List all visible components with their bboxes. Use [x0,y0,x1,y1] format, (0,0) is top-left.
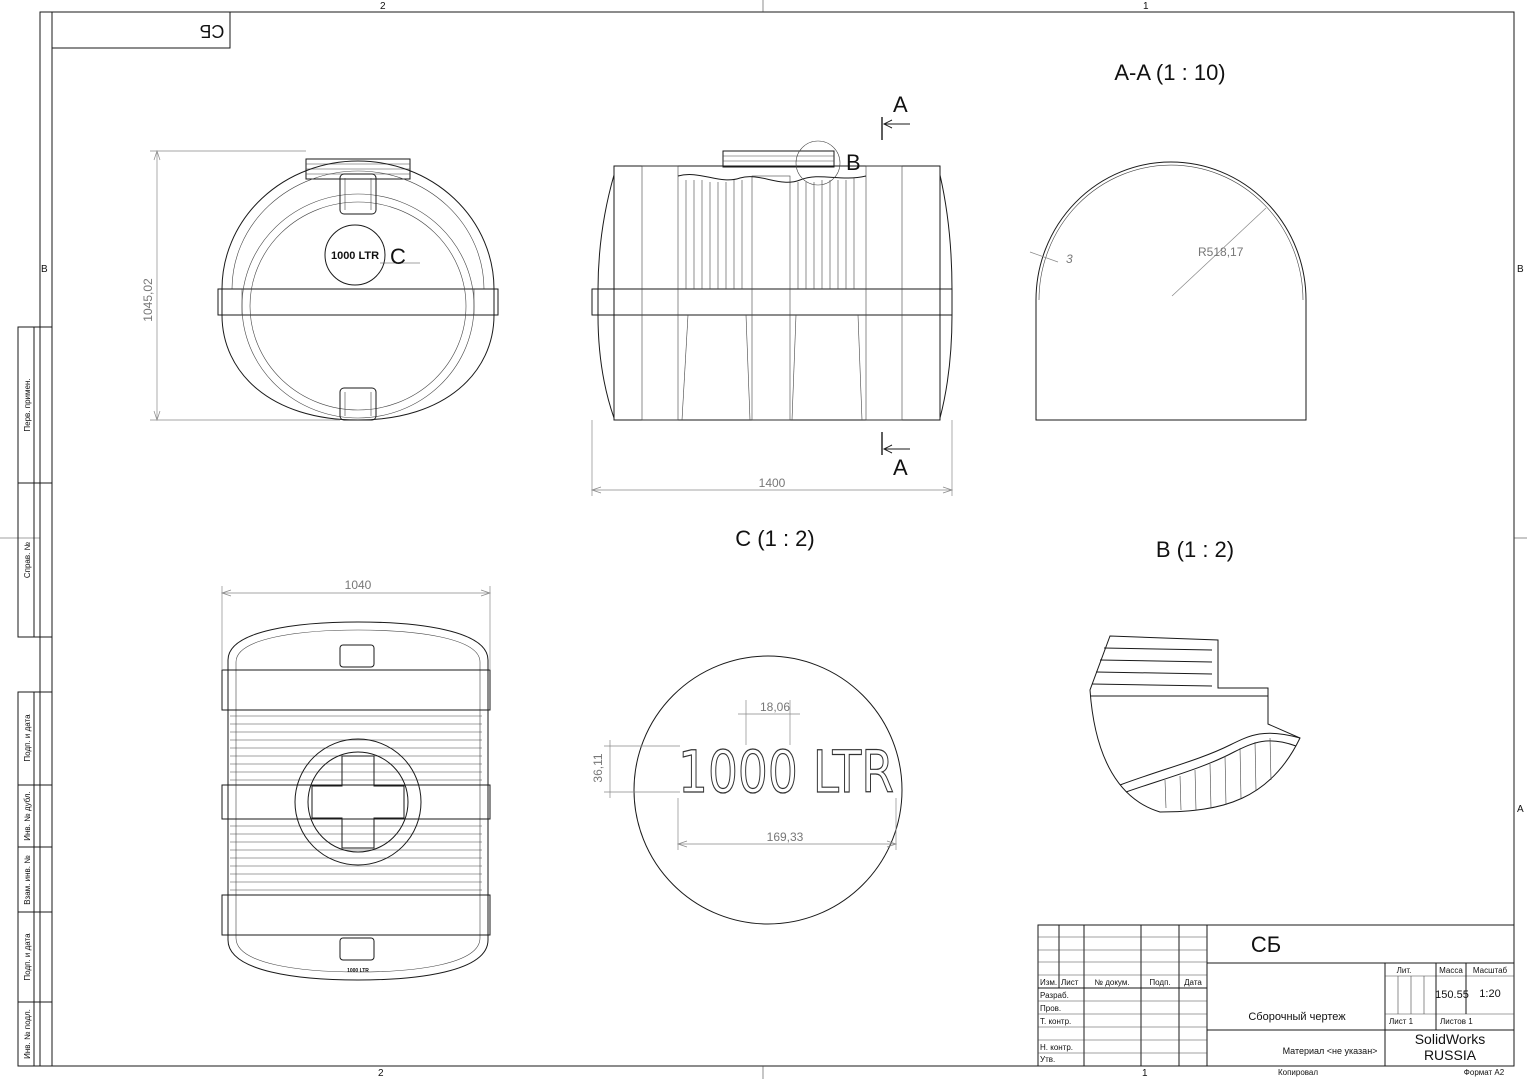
side-view [591,117,953,455]
top-width-value: 1040 [345,578,372,592]
title-row-razrab: Разраб. [1040,991,1069,1000]
detail-c-height: 36,11 [591,753,605,782]
top-small-label: 1000 LTR [347,968,369,974]
detail-c-circle [633,655,903,925]
title-row-tkontr: Т. контр. [1040,1017,1071,1026]
title-col-podp: Подп. [1149,978,1170,987]
corner-stamp-text: СБ [200,21,225,41]
title-designation: СБ [1251,932,1281,957]
title-row-nkontr: Н. контр. [1040,1043,1073,1052]
section-aa-wall-dim: 3 [1066,252,1073,266]
front-height-value: 1045,02 [141,278,155,322]
front-view [217,158,499,421]
title-col-doc: № докум. [1094,978,1129,987]
detail-c-title: C (1 : 2) [735,526,814,551]
side-stamp-inv-dubl: Инв. № дубл. [23,791,32,841]
title-org-line2: RUSSIA [1424,1047,1477,1063]
title-row-prov: Пров. [1040,1004,1061,1013]
side-section-a-top: A [893,92,908,117]
title-sheets: Листов 1 [1440,1017,1473,1026]
front-badge-text: 1000 LTR [331,250,379,262]
title-mass-value: 150.55 [1435,989,1469,1001]
detail-c-text: 1000 LTR [678,738,894,806]
zone-label-left-v: В [41,264,48,275]
title-lit: Лит. [1397,966,1412,975]
side-section-a-bottom: A [893,455,908,480]
zone-label-bottom-1: 1 [1142,1068,1148,1079]
section-aa-title: A-A (1 : 10) [1114,60,1225,85]
side-stamp-sprav-no: Справ. № [23,541,32,578]
detail-c-dimensions [604,700,898,850]
front-callout-c: C [390,244,406,269]
side-width-dimension [590,420,954,496]
title-block-grid [1037,924,1515,1067]
zone-label-right-v: В [1517,264,1524,275]
section-aa-view [1029,161,1307,421]
side-stamp-podp-data-2: Подп. и дата [23,933,32,981]
title-org-line1: SolidWorks [1415,1031,1486,1047]
detail-b-title: B (1 : 2) [1156,537,1234,562]
zone-label-bottom-2: 2 [378,1068,384,1079]
title-doc-name: Сборочный чертеж [1248,1011,1346,1023]
detail-c-char-width: 18,06 [760,700,790,714]
top-width-dimension [220,586,492,670]
title-kopiroval: Копировал [1278,1068,1318,1077]
title-col-izm: Изм. [1040,978,1057,987]
front-height-dimension [150,149,340,422]
title-col-data: Дата [1184,978,1202,987]
side-stamp-perv-primen: Перв. примен. [23,378,32,431]
title-format: Формат A2 [1464,1068,1505,1077]
title-scale-value: 1:20 [1479,988,1500,1000]
side-stamp-inv-podl: Инв. № подл. [23,1009,32,1059]
title-masshtab: Масштаб [1473,966,1508,975]
corner-stamp-box [51,11,231,49]
title-material: Материал <не указан> [1283,1046,1378,1056]
zone-label-top-1: 1 [1143,1,1149,12]
section-aa-radius-dim: R518,17 [1198,245,1244,259]
side-stamp-block [17,326,53,1067]
side-stamp-podp-data-1: Подп. и дата [23,714,32,762]
title-col-list: Лист [1061,978,1079,987]
zone-label-top-2: 2 [380,1,386,12]
title-sheet: Лист 1 [1389,1017,1414,1026]
top-view [221,621,491,981]
detail-b-view [1089,635,1301,813]
side-stamp-vzam-inv: Взам. инв. № [23,855,32,905]
zone-label-right-a: А [1517,804,1524,815]
detail-c-total: 169,33 [767,830,804,844]
side-width-value: 1400 [759,476,786,490]
side-callout-b: B [846,150,861,175]
title-row-utv: Утв. [1040,1055,1055,1064]
title-massa: Масса [1439,966,1463,975]
